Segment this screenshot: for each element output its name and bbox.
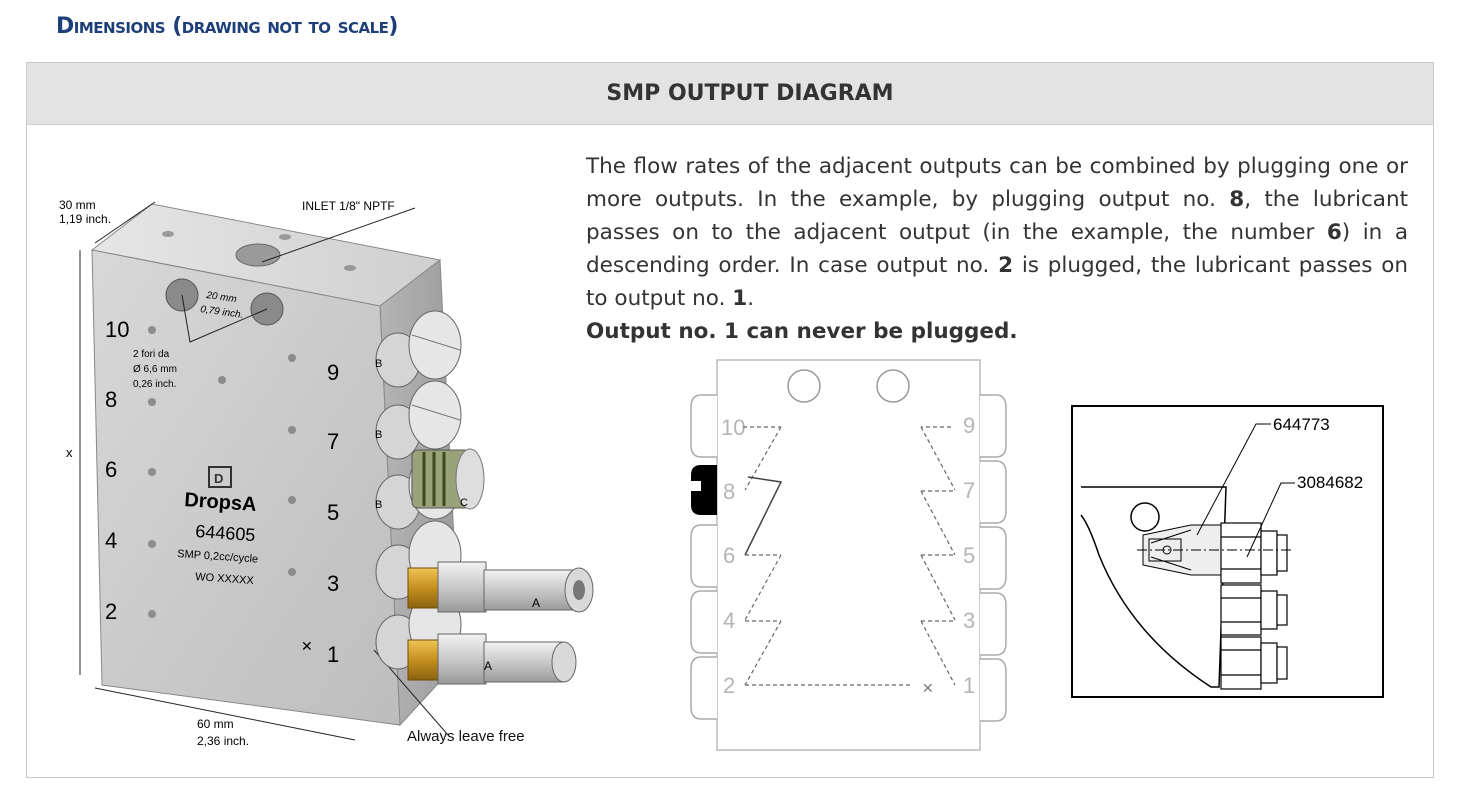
plug-bypass-arrow (744, 476, 783, 556)
desc-bold-2: 2 (998, 253, 1014, 278)
always-leave-free-label: Always leave free (407, 728, 525, 745)
length-dimension-line (94, 687, 356, 741)
fitting-a-upper (407, 561, 594, 613)
holes-line-1: 2 fori da (133, 349, 170, 360)
plug-cross-icon: ✕ (922, 680, 934, 696)
holes-line-2: Ø 6,6 mm (133, 364, 177, 375)
flow-arrows-left (743, 426, 913, 686)
desc-text-2: , the lubricant passes on to the adjacen… (586, 187, 1409, 245)
panel-title: SMP OUTPUT DIAGRAM (27, 63, 1433, 125)
output-description: The flow rates of the adjacent outputs c… (586, 150, 1408, 348)
block-outline (716, 359, 981, 751)
fitting-detail-drawing: 644773 3084682 (1071, 405, 1384, 698)
length-inch-label: 2,36 inch. (197, 734, 249, 748)
fitting-a-label: A (484, 659, 492, 673)
part-644773-label: 644773 (1273, 415, 1330, 434)
right-output-3: 3 (327, 571, 339, 596)
mounting-hole (787, 369, 821, 403)
fitting-c (411, 448, 485, 510)
dropsa-logo-icon: D (208, 466, 232, 488)
output-flow-diagram: 10 8 6 4 2 9 7 5 3 1 ✕ (690, 359, 1007, 751)
section-heading-text: Dimensions (drawing not to scale) (56, 14, 398, 39)
part-3084682-label: 3084682 (1297, 473, 1363, 492)
top-screw-hole (344, 265, 356, 271)
width-dimension-line (94, 201, 156, 244)
length-mm-label: 60 mm (197, 717, 234, 731)
section-heading: Dimensions (drawing not to scale) (56, 14, 398, 39)
model-label: SMP 0,2cc/cycle (177, 548, 259, 566)
desc-text-1: The flow rates of the adjacent outputs c… (586, 154, 1408, 212)
width-inch-label: 1,19 inch. (59, 212, 111, 226)
diagram-left-10: 10 (721, 415, 745, 440)
top-screw-hole (279, 234, 291, 240)
leader-3084682 (1246, 482, 1295, 558)
fitting-b-label: B (375, 499, 382, 511)
inlet-port (235, 243, 281, 267)
mounting-hole (1130, 502, 1160, 532)
diagram-left-2: 2 (723, 673, 735, 698)
right-outlet-tabs (980, 394, 1007, 722)
top-screw-hole (162, 231, 174, 237)
left-output-8: 8 (105, 387, 117, 412)
fitting-a-lower (407, 633, 577, 685)
inlet-leader (261, 207, 416, 263)
left-output-10: 10 (105, 317, 129, 342)
diagram-left-4: 4 (723, 608, 735, 633)
diagram-right-7: 7 (963, 478, 975, 503)
holes-line-3: 0,26 inch. (133, 379, 176, 390)
svg-text:D: D (214, 471, 223, 486)
left-output-6: 6 (105, 457, 117, 482)
diagram-right-1: 1 (963, 673, 975, 698)
right-output-9: 9 (327, 360, 339, 385)
inlet-label: INLET 1/8" NPTF (302, 199, 395, 213)
hole-spacing-mm: 20 mm (205, 290, 238, 305)
hole-leader (181, 294, 268, 343)
distributor-drawing: 30 mm 1,19 inch. INLET 1/8" NPTF 20 mm 0… (59, 198, 594, 748)
part-number-label: 644605 (195, 521, 256, 545)
left-outlet-tabs (690, 394, 717, 720)
diagram-right-5: 5 (963, 543, 975, 568)
width-mm-label: 30 mm (59, 198, 96, 212)
right-output-7: 7 (327, 429, 339, 454)
desc-bold-8: 8 (1229, 187, 1245, 212)
height-label: x (66, 445, 73, 460)
leader-644773 (1196, 423, 1271, 536)
left-output-2: 2 (105, 599, 117, 624)
diagram-left-8: 8 (723, 479, 735, 504)
wo-label: WO XXXXX (195, 571, 255, 587)
diagram-left-6: 6 (723, 543, 735, 568)
plug-warning-note: Output no. 1 can never be plugged. (586, 319, 1018, 344)
desc-text-5: . (747, 286, 755, 311)
desc-bold-6: 6 (1326, 220, 1342, 245)
dimensions-panel: SMP OUTPUT DIAGRAM (26, 62, 1434, 778)
right-output-5: 5 (327, 500, 339, 525)
flow-arrows-right (920, 426, 956, 686)
front-screw-dots (148, 326, 296, 618)
desc-text-3: ) in a descending order. In case output … (586, 220, 1408, 278)
fitting-a-label: A (532, 596, 540, 610)
block-front-face (91, 249, 401, 726)
diagram-right-9: 9 (963, 413, 975, 438)
desc-bold-1: 1 (732, 286, 748, 311)
diagram-right-3: 3 (963, 608, 975, 633)
fitting-b-label: B (375, 429, 382, 441)
fitting-b-label: B (375, 358, 382, 370)
plugged-output-8 (691, 465, 717, 515)
hex-fitting-stack (1220, 522, 1288, 690)
desc-text-4: is plugged, the lubricant passes on to o… (586, 253, 1408, 311)
fitting-c-label: C (460, 497, 468, 509)
mounting-hole (876, 369, 910, 403)
plug-cross-icon: ✕ (301, 638, 313, 654)
block-section-outline (1080, 486, 1227, 688)
brand-label: DropsA (184, 489, 258, 516)
left-output-4: 4 (105, 528, 117, 553)
right-output-1: 1 (327, 642, 339, 667)
